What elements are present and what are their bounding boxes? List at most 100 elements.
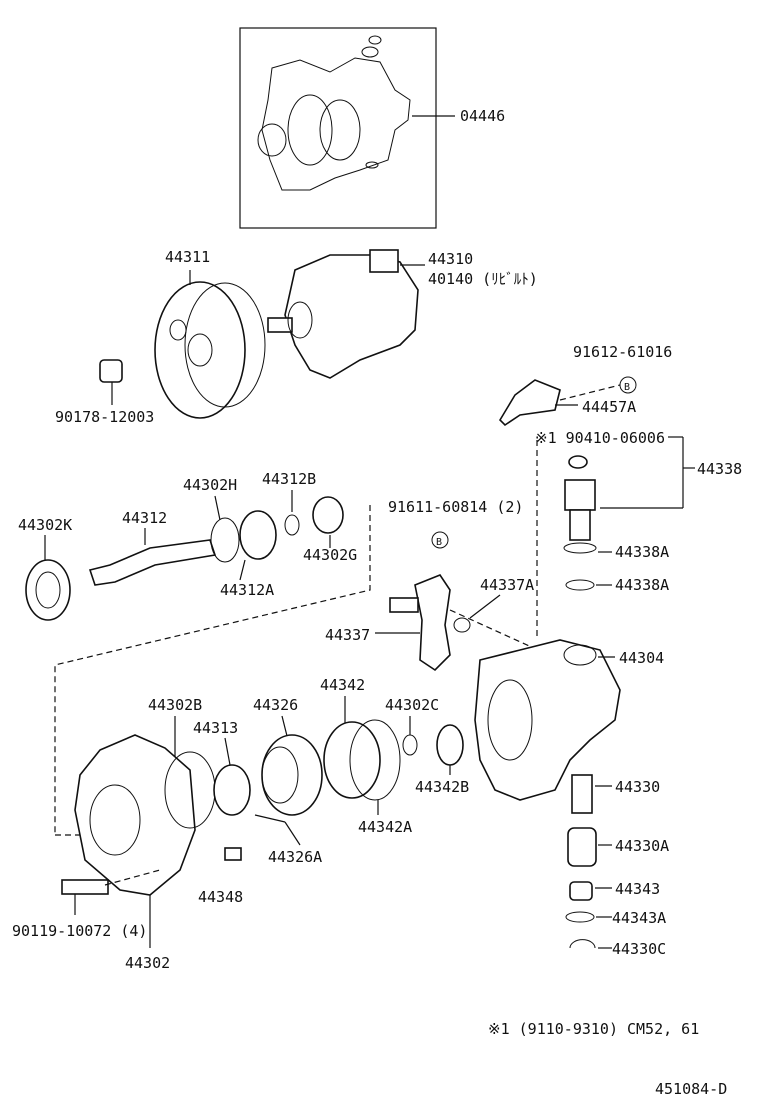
label-bolt-b2: 91611-60814 (2) <box>388 498 523 516</box>
label-bracket: 44457A <box>582 398 636 416</box>
label-side-plate: 44342 <box>320 676 365 694</box>
pump-assembly-group: 44310 40140 (ﾘﾋﾞﾙﾄ) <box>267 249 538 379</box>
label-shaft: 44312 <box>122 509 167 527</box>
pump-front-bore <box>287 301 313 339</box>
leader-rotor <box>224 737 231 766</box>
snap-ring-part <box>210 517 240 563</box>
leader-union-a <box>469 594 501 619</box>
label-rotor: 44313 <box>193 719 238 737</box>
label-plate-a: 44342A <box>358 818 412 836</box>
oil-seal-part <box>25 559 71 621</box>
label-snap-ring: 44302H <box>183 476 237 494</box>
flow-valve-group: 44330 44330A 44343 44343A 44330C <box>565 774 669 958</box>
label-clip: 44330C <box>612 940 666 958</box>
ring-b-part <box>284 514 300 536</box>
shaft-group: 44312 44302H 44312A 44312B 44302G <box>54 470 371 835</box>
b-mark-2-text: B <box>436 537 442 548</box>
union-group: 91611-60814 (2) B 44337A 44337 <box>325 498 561 672</box>
label-union-a: 44337A <box>480 576 534 594</box>
gasket-kit-box <box>239 27 437 229</box>
label-plug: 44343 <box>615 880 660 898</box>
pump-body <box>284 254 419 379</box>
oil-seal-group: 44302K <box>18 516 72 621</box>
label-nut: 90178-12003 <box>55 408 154 426</box>
valve-body <box>564 479 596 511</box>
flow-valve-part <box>571 774 593 814</box>
pin-part <box>254 814 286 823</box>
label-bearing: 44312A <box>220 581 274 599</box>
label-pin: 44326A <box>268 848 322 866</box>
leader-pin <box>284 821 301 846</box>
main-bolt-part <box>61 879 109 895</box>
front-housing-part <box>474 639 621 801</box>
valve-oring-1 <box>563 542 597 554</box>
pulley-hub <box>187 333 213 367</box>
label-ring-b: 44312B <box>262 470 316 488</box>
rotor-part <box>213 764 251 816</box>
leader-snap-ring <box>214 495 221 521</box>
label-pulley: 44311 <box>165 248 210 266</box>
shaft-part <box>88 539 217 586</box>
oil-seal-inner <box>35 571 61 609</box>
union-part <box>414 574 451 672</box>
label-flow-valve: 44330 <box>615 778 660 796</box>
plate-a-part <box>349 719 401 801</box>
label-oil-seal: 44302K <box>18 516 72 534</box>
rear-housing-bore <box>89 784 141 856</box>
b-mark-2 <box>431 531 449 549</box>
gasket-small-oring-3 <box>365 161 379 169</box>
side-plate-part <box>323 721 381 799</box>
cam-ring-part <box>261 734 323 816</box>
union-pipe <box>389 597 419 613</box>
label-rear-housing: 44302 <box>125 954 170 972</box>
front-housing-bore <box>487 679 533 761</box>
union-oring <box>453 617 471 633</box>
label-main-bolt: 90119-10072 (4) <box>12 922 147 940</box>
label-front-housing: 44304 <box>619 649 664 667</box>
label-note-bolt: ※1 90410-06006 <box>535 429 665 447</box>
seal-g-part <box>312 496 344 534</box>
bearing-part <box>239 510 277 560</box>
leader-bearing <box>239 559 246 581</box>
bracket-group: 91612-61016 B 44457A <box>498 343 672 427</box>
valve-stem <box>569 509 591 541</box>
b-mark-1-text: B <box>624 382 630 393</box>
spring-part <box>567 827 597 867</box>
label-oring-mid: 44338A <box>615 576 669 594</box>
gasket-small-oring <box>368 35 382 45</box>
label-cam-ring: 44326 <box>253 696 298 714</box>
diagram-id: 451084-D <box>655 1080 727 1098</box>
front-housing-group: 44304 <box>474 639 664 801</box>
nut-part <box>99 359 123 383</box>
internals-group: 44302B 44313 44326 44326A 44348 44342 44… <box>12 676 469 972</box>
gasket-small-oring-2 <box>361 46 379 58</box>
gasket-outline <box>261 57 411 191</box>
gasket-kit-group: 04446 <box>239 27 505 229</box>
gasket-oring-large <box>287 94 333 166</box>
bracket-dash <box>559 384 621 401</box>
bracket-part <box>498 379 561 427</box>
front-housing-port <box>563 644 597 666</box>
rear-housing-part <box>74 734 196 896</box>
shaft-dash-path <box>54 505 371 835</box>
label-bolt-b1: 91612-61016 <box>573 343 672 361</box>
clip-part <box>569 939 596 949</box>
label-union: 44337 <box>325 626 370 644</box>
valve-cap <box>568 455 588 469</box>
spring-b-part <box>436 724 464 766</box>
label-plug-oring: 44343A <box>612 909 666 927</box>
label-seal-g: 44302G <box>303 546 357 564</box>
pulley-hole <box>169 319 187 341</box>
pulley-rim-back <box>184 282 266 408</box>
nut-group: 90178-12003 <box>55 359 154 426</box>
pulley-rim <box>154 281 246 419</box>
footnote: ※1 (9110-9310) CM52, 61 <box>488 1020 699 1038</box>
label-spring: 44330A <box>615 837 669 855</box>
vane-part <box>224 847 242 861</box>
pump-fitting <box>369 249 399 273</box>
pump-shaft <box>267 317 293 333</box>
plug-part <box>569 881 593 901</box>
label-valve: 44338 <box>697 460 742 478</box>
